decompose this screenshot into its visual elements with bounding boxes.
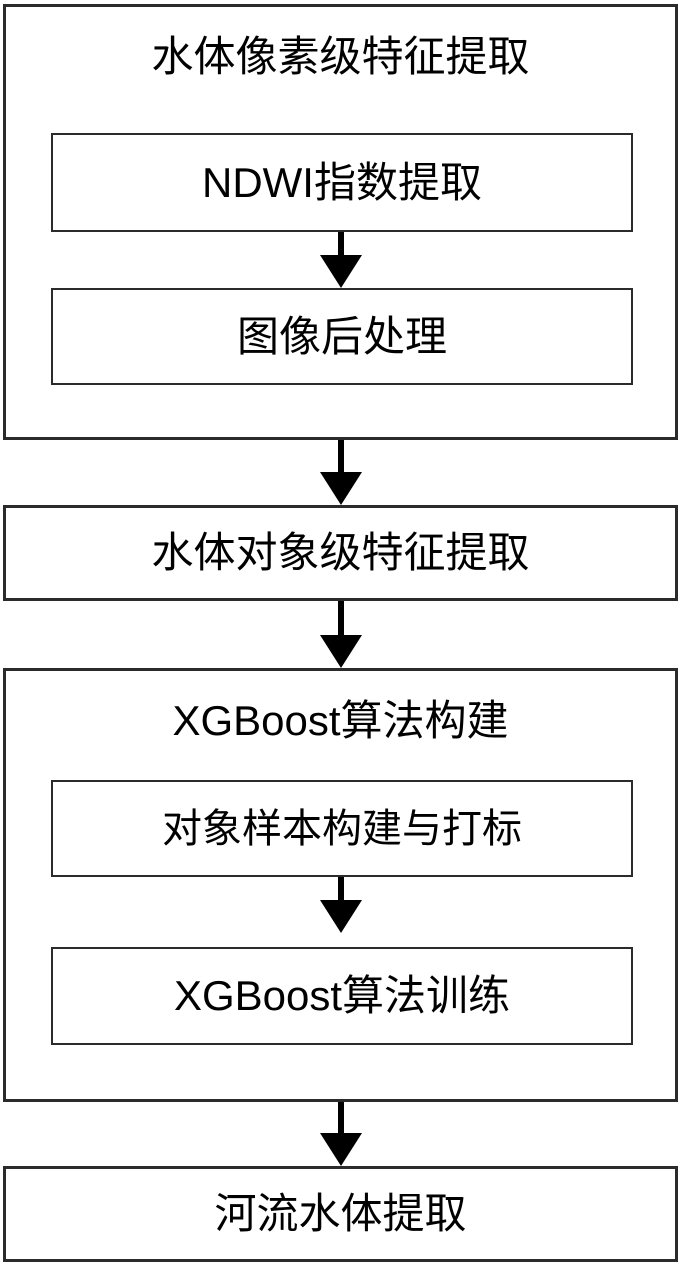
- group-title-xgboost-build: XGBoost算法构建: [172, 697, 509, 744]
- node-label-image-postprocess: 图像后处理: [236, 312, 447, 360]
- group-box-object-level: [3, 505, 678, 601]
- node-box-ndwi-extraction: [51, 133, 633, 232]
- arrow-object-level-to-xgboost-build: [320, 601, 362, 668]
- arrow-head-icon: [320, 255, 362, 288]
- group-box-river-extraction: [3, 1166, 678, 1262]
- arrow-pixel-level-to-object-level: [320, 440, 362, 505]
- arrow-shaft: [338, 601, 344, 638]
- node-box-xgboost-train: [51, 947, 633, 1045]
- node-box-sample-build-label: [51, 780, 633, 877]
- arrow-sample-build-to-xgboost-train: [320, 877, 362, 933]
- node-label-sample-build-label: 对象样本构建与打标: [162, 806, 522, 851]
- arrow-shaft: [338, 232, 344, 258]
- node-label-xgboost-train: XGBoost算法训练: [173, 972, 511, 1019]
- arrow-head-icon: [320, 900, 362, 933]
- group-title-pixel-level: 水体像素级特征提取: [151, 33, 530, 80]
- arrow-shaft: [338, 877, 344, 903]
- arrow-head-icon: [320, 1133, 362, 1166]
- arrow-head-icon: [320, 635, 362, 668]
- node-label-ndwi-extraction: NDWI指数提取: [202, 158, 482, 206]
- arrow-ndwi-to-postprocess: [320, 232, 362, 288]
- node-box-image-postprocess: [51, 288, 633, 385]
- group-title-object-level: 水体对象级特征提取: [151, 529, 530, 576]
- arrow-head-icon: [320, 472, 362, 505]
- arrow-shaft: [338, 440, 344, 475]
- group-title-river-extraction: 河流水体提取: [214, 1190, 467, 1237]
- arrow-xgboost-build-to-river-extraction: [320, 1102, 362, 1166]
- arrow-shaft: [338, 1102, 344, 1136]
